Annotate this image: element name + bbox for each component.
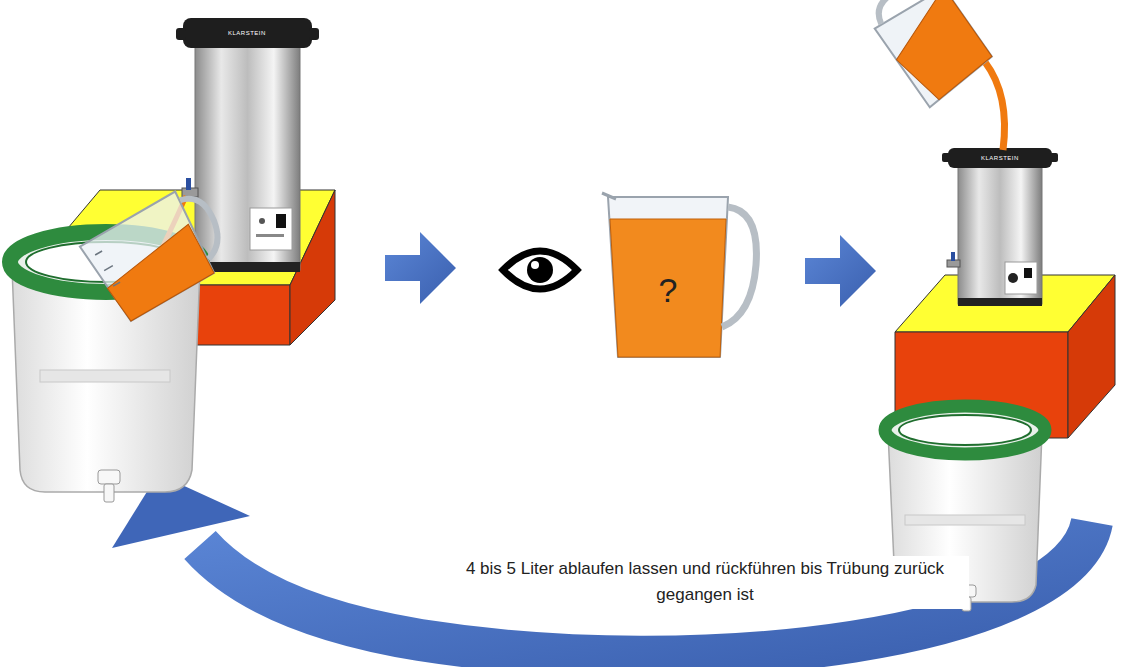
mash-kettle-part <box>1050 153 1058 162</box>
lauter-bucket-part <box>98 470 120 484</box>
mash-kettle <box>942 148 1058 306</box>
step-arrow <box>385 232 456 304</box>
mash-kettle-part <box>1005 262 1037 294</box>
mash-kettle-part <box>186 178 191 190</box>
mash-kettle-part <box>309 28 319 40</box>
measuring-jug-part <box>871 0 933 27</box>
wort-stream <box>985 62 1005 150</box>
eye-icon-part <box>503 251 577 289</box>
lauter-bucket-part <box>899 415 1031 445</box>
lauter-bucket-part <box>40 370 170 382</box>
lauter-bucket-part <box>905 515 1025 525</box>
brand-label: KLARSTEIN <box>981 155 1019 161</box>
jug-liquid <box>610 219 726 357</box>
mash-kettle-part <box>195 44 300 270</box>
mash-kettle-part <box>256 234 284 237</box>
mash-kettle-part <box>1024 268 1032 278</box>
mash-kettle-part <box>951 252 955 261</box>
measuring-jug-part <box>100 224 216 323</box>
measuring-jug <box>80 182 237 325</box>
eye-icon-part <box>531 261 539 269</box>
mash-kettle-part <box>942 153 950 162</box>
mash-kettle-part <box>276 214 286 228</box>
flow-note: 4 bis 5 Liter ablaufen lassen und rückfü… <box>441 556 969 609</box>
mash-kettle-part <box>250 208 292 250</box>
lauter-bucket-part <box>104 484 114 502</box>
lauter-bucket-part <box>12 268 200 492</box>
step-arrow-part <box>805 235 876 307</box>
jug-node: ? <box>600 185 765 365</box>
mash-kettle-part <box>259 218 265 224</box>
step-arrow-part <box>385 232 456 304</box>
jug-outline <box>608 197 728 357</box>
mash-kettle-part <box>183 18 312 48</box>
measuring-jug-part <box>95 250 122 286</box>
lauter-bucket-part <box>885 406 1045 454</box>
mash-kettle-part <box>958 298 1042 306</box>
measuring-jug-part <box>878 0 995 106</box>
mash-kettle-part <box>1008 273 1018 283</box>
stand-box-part <box>1068 275 1115 438</box>
step-arrow <box>805 235 876 307</box>
node-text: ? <box>612 225 724 355</box>
measuring-jug <box>864 0 995 107</box>
jug-spout <box>602 193 616 199</box>
measuring-jug-part <box>176 190 230 259</box>
eye-icon <box>503 251 577 289</box>
wort-stream-part <box>985 62 1005 150</box>
measuring-jug-part <box>80 192 220 325</box>
brand-label: KLARSTEIN <box>228 30 266 36</box>
jug-handle <box>722 207 756 327</box>
mash-kettle-part <box>948 148 1052 168</box>
mash-kettle-part <box>947 260 960 267</box>
eye-icon-part <box>527 257 553 283</box>
measuring-jug-part <box>875 0 996 107</box>
mash-kettle <box>176 18 319 272</box>
mash-kettle-part <box>958 162 1042 304</box>
mash-kettle-part <box>176 28 186 40</box>
jug-shape <box>600 185 765 365</box>
